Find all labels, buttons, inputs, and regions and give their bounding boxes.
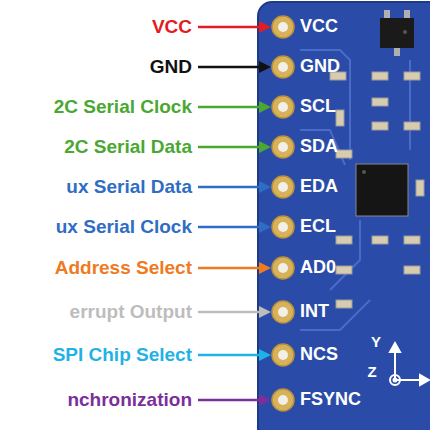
pin-name: FSYNC	[300, 390, 361, 410]
smd-parts	[330, 72, 424, 308]
pin-hole	[272, 176, 294, 198]
signal-label: ux Serial Clock	[56, 217, 192, 238]
pin-hole	[272, 136, 294, 158]
pin-arrow	[198, 394, 271, 406]
pin-name: GND	[300, 57, 340, 77]
pin-name: EDA	[300, 177, 338, 197]
sensor-chip	[356, 164, 408, 216]
pin-arrow	[198, 101, 271, 113]
pin-arrow	[198, 61, 271, 73]
pin-hole	[272, 257, 294, 279]
pin-arrow	[198, 141, 271, 153]
signal-label: ux Serial Data	[66, 177, 192, 198]
pin-hole	[272, 56, 294, 78]
pin-name: SCL	[300, 97, 336, 117]
pin-arrow	[198, 181, 271, 193]
axis-label: Z	[367, 364, 376, 381]
signal-label: errupt Output	[70, 302, 192, 323]
pin-hole	[272, 344, 294, 366]
pin-arrow	[198, 306, 271, 318]
pin-hole	[272, 301, 294, 323]
signal-label: SPI Chip Select	[53, 345, 192, 366]
pin-arrow	[198, 349, 271, 361]
axis-symbol	[390, 343, 429, 385]
regulator-chip	[380, 10, 414, 56]
pin-name: NCS	[300, 345, 338, 365]
pin-hole	[272, 216, 294, 238]
board-traces	[300, 50, 410, 330]
pin-arrow	[198, 221, 271, 233]
pin-arrow	[198, 21, 271, 33]
signal-label: 2C Serial Data	[64, 137, 192, 158]
signal-label: 2C Serial Clock	[54, 97, 192, 118]
pin-hole	[272, 16, 294, 38]
pin-name: ECL	[300, 217, 336, 237]
board-pcb	[258, 2, 430, 430]
signal-label: nchronization	[67, 390, 192, 411]
signal-label: GND	[150, 57, 192, 78]
pin-hole	[272, 96, 294, 118]
pin-name: SDA	[300, 137, 338, 157]
signal-label: VCC	[152, 17, 192, 38]
signal-label: Address Select	[55, 258, 192, 279]
pin-name: AD0	[300, 258, 336, 278]
pin-arrow	[198, 262, 271, 274]
pin-name: VCC	[300, 17, 338, 37]
pin-name: INT	[300, 302, 329, 322]
pin-hole	[272, 389, 294, 411]
axis-label: Y	[371, 334, 381, 351]
